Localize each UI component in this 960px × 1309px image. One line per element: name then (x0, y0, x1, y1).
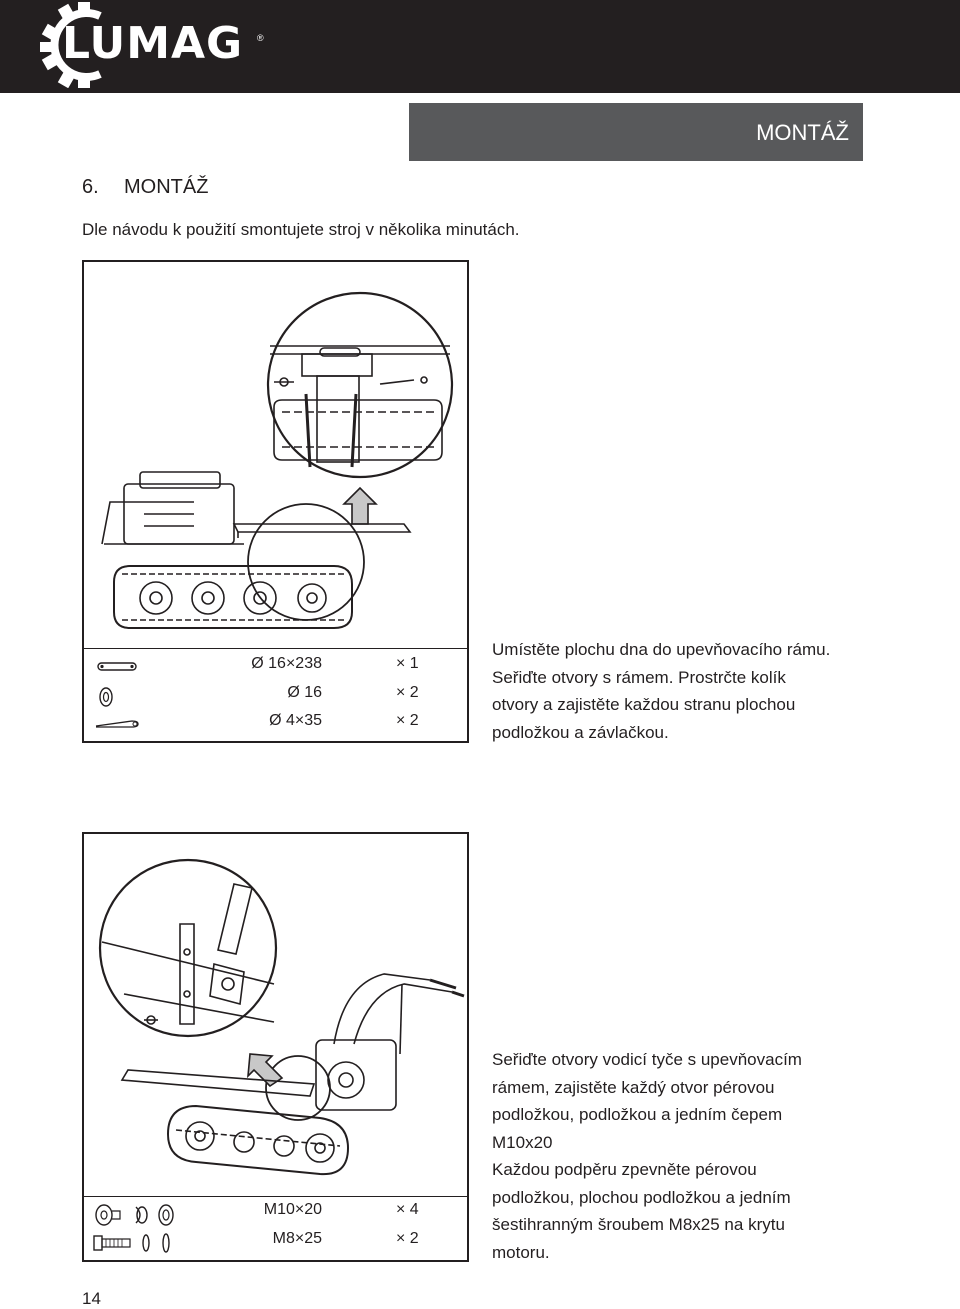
description-line: podložkou, plochou podložkou a jedním (492, 1187, 791, 1207)
parts-row: M10×20 × 4 (84, 1201, 467, 1229)
part-size: Ø 16 (287, 684, 322, 701)
description-line: šestihranným šroubem M8x25 na krytu (492, 1215, 785, 1234)
part-size: M10×20 (263, 1201, 322, 1218)
parts-row: Ø 16 × 2 (84, 684, 467, 712)
parts-table-step2: M10×20 × 4 M8×25 × 2 (84, 1196, 467, 1261)
description-line: M10x20 (492, 1132, 553, 1152)
description-line: podložkou, podložkou a jedním čepem (492, 1105, 783, 1124)
washer-icon (99, 687, 113, 707)
step2-description: Seřiďte otvory vodicí tyče s upevňovacím… (492, 1046, 912, 1266)
brand-name: LUMAG (62, 18, 244, 69)
description-line: otvory a zajistěte každou stranu plochou (492, 695, 796, 714)
header-bar: LUMAG ® (0, 0, 960, 93)
part-quantity: × 2 (396, 1230, 419, 1247)
page-number: 14 (82, 1289, 101, 1308)
cotter-pin-icon (95, 720, 139, 728)
parts-row: M8×25 × 2 (84, 1230, 467, 1258)
section-number: 6. (82, 176, 99, 198)
intro-text: Dle návodu k použití smontujete stroj v … (82, 220, 520, 239)
step1-description: Umístěte plochu dna do upevňovacího rámu… (492, 636, 892, 746)
part-quantity: × 2 (396, 712, 419, 729)
section-tab-title: MONTÁŽ (756, 120, 849, 145)
part-quantity: × 4 (396, 1201, 419, 1218)
tracked-carrier-platform-illustration (101, 291, 454, 629)
description-line: motoru. (492, 1242, 550, 1262)
pin-icon (97, 662, 137, 671)
description-line: podložkou a závlačkou. (492, 722, 669, 742)
page-title: 6. MONTÁŽ (82, 176, 208, 199)
part-quantity: × 1 (396, 655, 419, 672)
description-line: rámem, zajistěte každý otvor pérovou (492, 1077, 775, 1097)
section-tab: MONTÁŽ (409, 103, 863, 161)
part-size: Ø 16×238 (251, 655, 322, 672)
description-line: Každou podpěru zpevněte pérovou (492, 1160, 757, 1179)
part-quantity: × 2 (396, 684, 419, 701)
description-line: Umístěte plochu dna do upevňovacího rámu… (492, 640, 831, 659)
figure-step1: Ø 16×238 × 1 Ø 16 × 2 Ø 4×35 × 2 (82, 260, 469, 743)
parts-table-step1: Ø 16×238 × 1 Ø 16 × 2 Ø 4×35 × 2 (84, 648, 467, 742)
registered-mark: ® (257, 33, 264, 43)
part-size: Ø 4×35 (269, 712, 322, 729)
parts-row: Ø 16×238 × 1 (84, 655, 467, 683)
figure-step2: M10×20 × 4 M8×25 × 2 (82, 832, 469, 1262)
nut-washer-set-icon (95, 1204, 174, 1226)
description-line: Seřiďte otvory vodicí tyče s upevňovacím (492, 1050, 802, 1069)
handlebar-mounting-illustration (98, 858, 465, 1176)
bolt-washer-set-icon (93, 1233, 170, 1253)
parts-row: Ø 4×35 × 2 (84, 712, 467, 740)
lumag-gear-logo-icon (40, 2, 102, 88)
part-size: M8×25 (272, 1230, 322, 1247)
description-line: Seřiďte otvory s rámem. Prostrčte kolík (492, 667, 786, 687)
section-title: MONTÁŽ (124, 176, 209, 198)
